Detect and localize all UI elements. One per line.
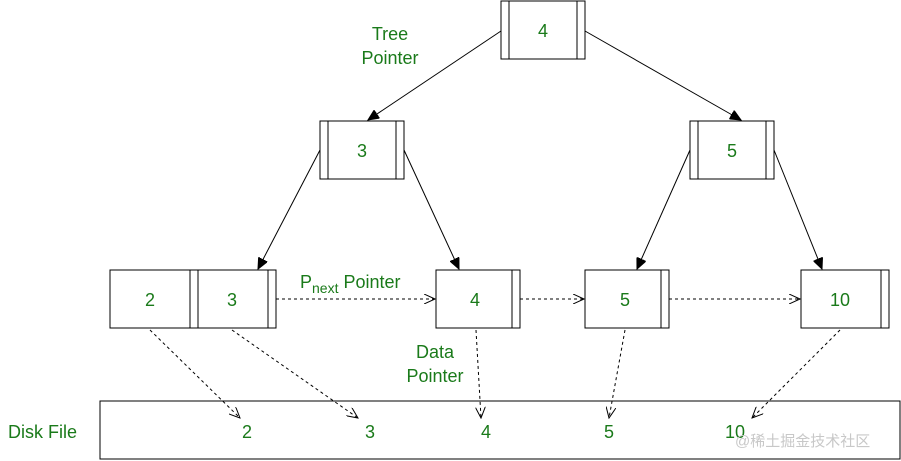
leaf1-key1: 2 (145, 290, 155, 310)
leaf3-key: 5 (620, 290, 630, 310)
data-pointer-label-line2: Pointer (406, 366, 463, 386)
data-pointer-3 (231, 329, 358, 418)
disk-file-label: Disk File (8, 422, 77, 442)
tree-pointer-3-right (403, 149, 459, 269)
pnext-pointer-label: Pnext Pointer (300, 272, 401, 296)
tree-pointer-3-left (258, 149, 321, 269)
pnext-sub: next (312, 280, 339, 296)
pnext-rest: Pointer (338, 272, 400, 292)
internal-node-left: 3 (319, 120, 405, 180)
tree-pointer-root-left (368, 30, 502, 120)
data-pointer-5 (609, 329, 626, 418)
leaf-node-2: 4 (435, 269, 521, 329)
tree-pointer-root-right (584, 30, 741, 120)
disk-value-4: 4 (481, 422, 491, 442)
disk-value-3: 3 (365, 422, 375, 442)
tree-pointer-label-line1: Tree (372, 24, 408, 44)
pnext-main: P (300, 272, 312, 292)
internal-right-key: 5 (727, 141, 737, 161)
root-key: 4 (538, 21, 548, 41)
watermark: @稀土掘金技术社区 (735, 433, 870, 450)
disk-value-2: 2 (242, 422, 252, 442)
data-pointer-2 (149, 329, 240, 418)
leaf2-key: 4 (470, 290, 480, 310)
tree-pointer-5-left (637, 149, 691, 269)
disk-value-10: 10 (725, 422, 745, 442)
internal-left-key: 3 (357, 141, 367, 161)
tree-pointer-5-right (773, 149, 822, 269)
data-pointer-10 (752, 329, 841, 418)
tree-pointer-label-line2: Pointer (361, 48, 418, 68)
data-pointer-label-line1: Data (416, 342, 455, 362)
data-pointer-4 (476, 329, 481, 418)
internal-node-right: 5 (689, 120, 775, 180)
disk-value-5: 5 (604, 422, 614, 442)
leaf-node-1: 2 3 (109, 269, 277, 329)
leaf-node-3: 5 (584, 269, 670, 329)
root-node: 4 (500, 0, 586, 60)
leaf-node-4: 10 (800, 269, 890, 329)
leaf4-key: 10 (830, 290, 850, 310)
disk-file-box (99, 400, 901, 460)
leaf1-key2: 3 (227, 290, 237, 310)
